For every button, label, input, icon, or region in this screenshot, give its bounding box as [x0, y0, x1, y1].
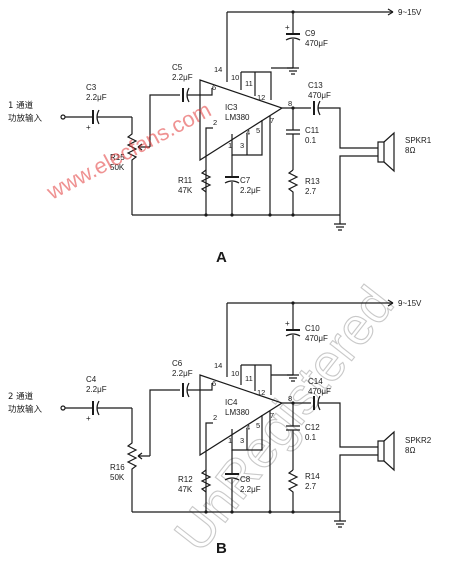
svg-text:10: 10: [231, 73, 239, 82]
svg-text:+: +: [86, 414, 91, 423]
spkr2-value: 8Ω: [405, 446, 415, 455]
c12-name: C12: [305, 423, 320, 432]
supply-label: 9~15V: [398, 8, 422, 17]
spkr2-name: SPKR2: [405, 436, 432, 445]
c10-name: C10: [305, 324, 320, 333]
r13-value: 2.7: [305, 187, 317, 196]
svg-text:12: 12: [257, 388, 265, 397]
c4-name: C4: [86, 375, 97, 384]
c11-value: 0.1: [305, 136, 317, 145]
circuit-a-label: A: [216, 249, 227, 266]
input-2-label2: 功放输入: [8, 404, 43, 415]
c13-value: 470μF: [308, 91, 331, 100]
svg-text:4: 4: [246, 128, 250, 137]
r13-name: R13: [305, 177, 320, 186]
svg-text:14: 14: [214, 65, 222, 74]
ic4-name: IC4: [225, 398, 238, 407]
r14-name: R14: [305, 472, 320, 481]
c9-value: 470μF: [305, 39, 328, 48]
input-2-label: 2 通道: [8, 391, 34, 402]
circuit-a: 9~15V + C9 470μF 1 通道 功放输入 C3 2.2μF + R1…: [8, 8, 432, 266]
svg-text:7: 7: [270, 411, 274, 420]
svg-text:1: 1: [228, 436, 232, 445]
svg-text:1: 1: [228, 141, 232, 150]
svg-text:10: 10: [231, 369, 239, 378]
c9-name: C9: [305, 29, 316, 38]
svg-text:+: +: [285, 23, 290, 32]
spkr1-value: 8Ω: [405, 146, 415, 155]
svg-text:11: 11: [245, 79, 253, 88]
svg-text:6: 6: [212, 379, 216, 388]
circuit-b: 9~15V + C10 470μF 2 通道 功放输入 C4 2.2μF + R…: [8, 299, 432, 557]
svg-text:8: 8: [288, 99, 292, 108]
ic3-name: IC3: [225, 103, 238, 112]
c10-value: 470μF: [305, 334, 328, 343]
input-1-label2: 功放输入: [8, 113, 43, 124]
ic4-part: LM380: [225, 408, 250, 417]
c12-value: 0.1: [305, 433, 317, 442]
r15-name: R15: [110, 153, 125, 162]
svg-text:+: +: [86, 123, 91, 132]
r11-value: 47K: [178, 186, 193, 195]
svg-text:11: 11: [245, 374, 253, 383]
svg-text:5: 5: [256, 421, 260, 430]
c4-value: 2.2μF: [86, 385, 107, 394]
svg-text:2: 2: [213, 118, 217, 127]
c8-value: 2.2μF: [240, 485, 261, 494]
c5-value: 2.2μF: [172, 73, 193, 82]
c3-value: 2.2μF: [86, 93, 107, 102]
r16-value: 50K: [110, 473, 125, 482]
c6-value: 2.2μF: [172, 369, 193, 378]
c3-name: C3: [86, 83, 97, 92]
svg-text:3: 3: [240, 141, 244, 150]
c14-name: C14: [308, 377, 323, 386]
svg-text:6: 6: [212, 83, 216, 92]
svg-text:14: 14: [214, 361, 222, 370]
c14-value: 470μF: [308, 387, 331, 396]
svg-text:3: 3: [240, 436, 244, 445]
c8-name: C8: [240, 475, 251, 484]
input-1-label: 1 通道: [8, 100, 34, 111]
c13-name: C13: [308, 81, 323, 90]
r16-name: R16: [110, 463, 125, 472]
spkr1-name: SPKR1: [405, 136, 432, 145]
supply-label-b: 9~15V: [398, 299, 422, 308]
svg-text:7: 7: [270, 116, 274, 125]
c5-name: C5: [172, 63, 183, 72]
c7-name: C7: [240, 176, 251, 185]
circuit-b-label: B: [216, 540, 227, 557]
c6-name: C6: [172, 359, 183, 368]
svg-text:12: 12: [257, 93, 265, 102]
r11-name: R11: [178, 176, 193, 185]
c11-name: C11: [305, 126, 320, 135]
svg-text:4: 4: [246, 423, 250, 432]
svg-text:5: 5: [256, 126, 260, 135]
r15-value: 50K: [110, 163, 125, 172]
c7-value: 2.2μF: [240, 186, 261, 195]
svg-text:8: 8: [288, 394, 292, 403]
ic3-part: LM380: [225, 113, 250, 122]
svg-text:+: +: [285, 319, 290, 328]
r14-value: 2.7: [305, 482, 317, 491]
r12-name: R12: [178, 475, 193, 484]
r12-value: 47K: [178, 485, 193, 494]
svg-text:2: 2: [213, 413, 217, 422]
